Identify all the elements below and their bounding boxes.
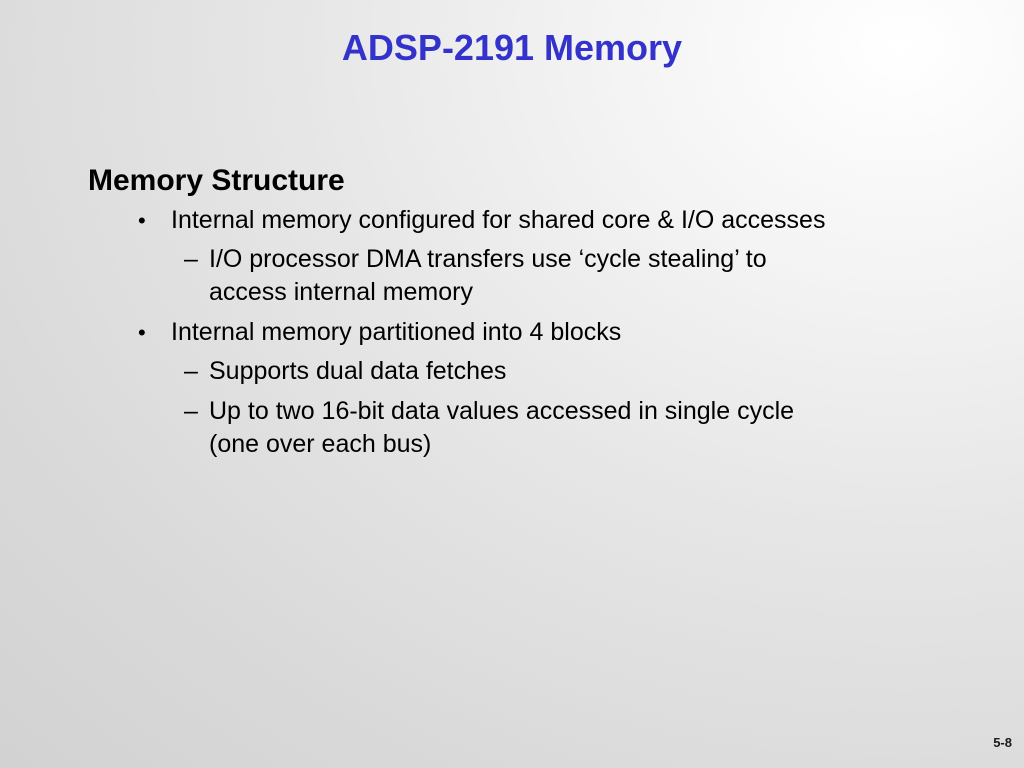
page-number: 5-8 (993, 735, 1012, 750)
bullet-item-2: • Internal memory partitioned into 4 blo… (88, 316, 988, 349)
dash-marker: – (184, 357, 198, 385)
slide-content: Memory Structure • Internal memory confi… (88, 162, 988, 468)
dash-marker: – (184, 245, 198, 273)
section-heading: Memory Structure (88, 164, 345, 197)
bullet-marker: • (138, 208, 146, 233)
dash-marker: – (184, 397, 198, 425)
slide-title: ADSP-2191 Memory (341, 27, 683, 68)
sub-item-text: Up to two 16-bit data values accessed in… (209, 397, 795, 458)
bullet-text: Internal memory configured for shared co… (171, 206, 826, 234)
bullet-item-1: • Internal memory configured for shared … (88, 204, 988, 237)
sub-item-text: Supports dual data fetches (209, 357, 507, 385)
sub-item-2-1: – Supports dual data fetches (88, 355, 849, 388)
sub-item-1-1: – I/O processor DMA transfers use ‘cycle… (88, 243, 849, 309)
bullet-marker: • (138, 320, 146, 345)
sub-item-2-2: – Up to two 16-bit data values accessed … (88, 395, 849, 461)
sub-item-text: I/O processor DMA transfers use ‘cycle s… (209, 245, 767, 306)
bullet-text: Internal memory partitioned into 4 block… (171, 318, 622, 346)
